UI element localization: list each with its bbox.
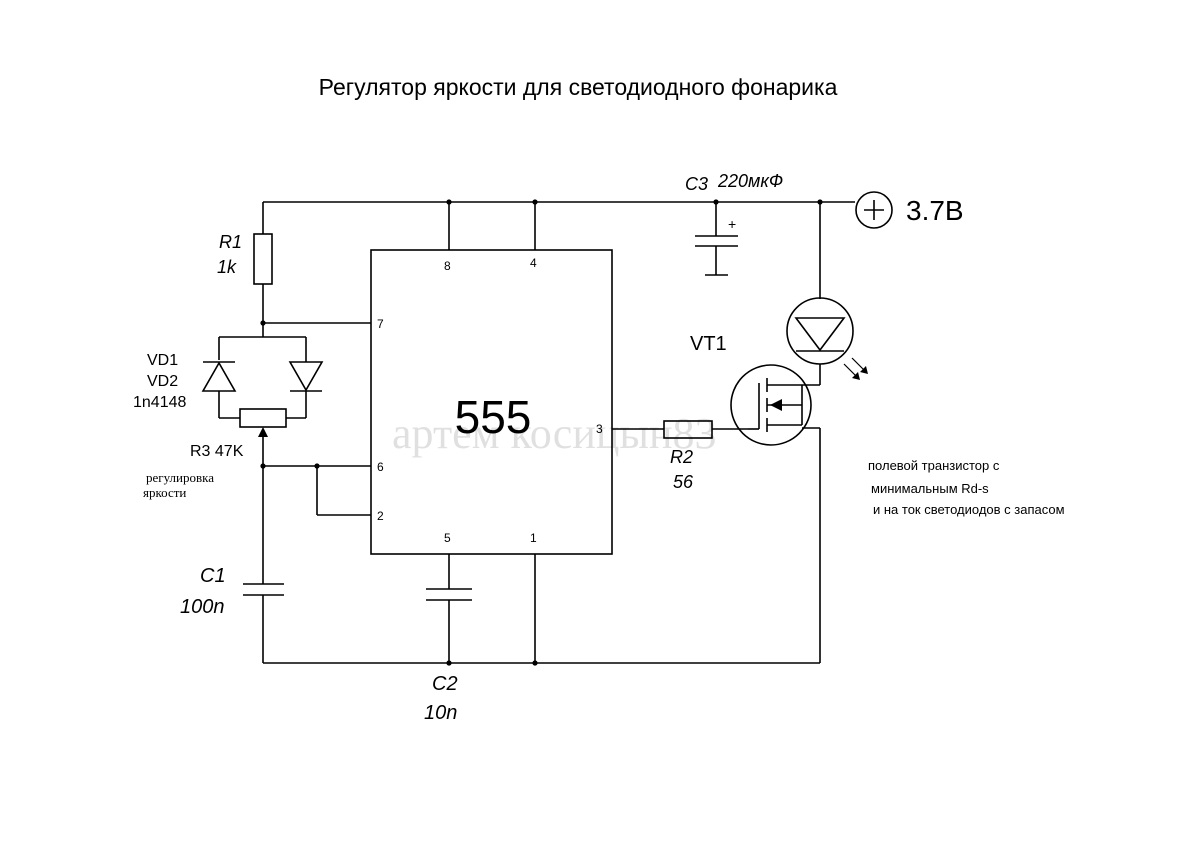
vd-part: 1n4148 [133, 394, 186, 411]
diode-vd1-icon [201, 361, 237, 392]
ic-body [370, 249, 613, 555]
pin-7: 7 [377, 317, 384, 331]
transistor-note: полевой транзистор с минимальным Rd-s и … [868, 458, 1065, 517]
bottom-rail [263, 428, 821, 666]
c3-value: 220мкФ [717, 171, 783, 191]
watermark: артем косицын83 [392, 409, 717, 458]
wiper-arrow-icon [258, 427, 268, 437]
led-body-icon [786, 297, 854, 365]
pin-8: 8 [444, 259, 451, 273]
c1-name: C1 [200, 565, 226, 587]
resistor-r1: R1 1k [217, 202, 273, 323]
vt1-name: VT1 [690, 333, 727, 355]
light-arrows-icon [843, 357, 868, 380]
pin-4: 4 [530, 256, 537, 270]
vd1-name: VD1 [147, 352, 178, 369]
capacitor-c1: C1 100n [180, 466, 284, 663]
c3-polarity: + [728, 216, 736, 232]
r3-note-2: яркости [143, 485, 186, 500]
r2-value: 56 [673, 472, 694, 492]
c1-value: 100n [180, 596, 225, 618]
resistor-r2: R2 56 [612, 420, 748, 492]
r2-name: R2 [670, 447, 693, 467]
r3-note-1: регулировка [146, 470, 214, 485]
c2-value: 10n [424, 702, 457, 724]
pin-1: 1 [530, 531, 537, 545]
pin-2: 2 [377, 509, 384, 523]
mosfet-body-icon [730, 364, 812, 446]
r1-value: 1k [217, 257, 237, 277]
r1-name: R1 [219, 232, 242, 252]
capacitor-c3: + C3 220мкФ [685, 171, 783, 276]
vd2-name: VD2 [147, 373, 178, 390]
r3-label: R3 47K [190, 443, 244, 460]
pin-5: 5 [444, 531, 451, 545]
ic-555: 555 8 4 7 6 2 3 5 1 [370, 249, 613, 555]
mosfet-arrow-icon [770, 399, 782, 411]
supply-label: 3.7B [906, 195, 964, 226]
c3-name: C3 [685, 174, 708, 194]
ic-label: 555 [455, 391, 532, 443]
note-line-3: и на ток светодиодов с запасом [873, 502, 1065, 517]
pin6-pin2-node [260, 463, 371, 516]
top-rail [263, 199, 855, 205]
led-diode-icon [794, 317, 846, 352]
pin-3: 3 [596, 422, 603, 436]
potentiometer-r3: R3 47K регулировка яркости [143, 408, 287, 500]
pin-6: 6 [377, 460, 384, 474]
diodes-vd1-vd2: VD1 VD2 1n4148 [133, 323, 324, 419]
diagram-title: Регулятор яркости для светодиодного фона… [319, 74, 838, 100]
diode-vd2-icon [288, 361, 324, 392]
note-line-2: минимальным Rd-s [871, 481, 989, 496]
note-line-1: полевой транзистор с [868, 458, 1000, 473]
c2-name: C2 [432, 673, 458, 695]
capacitor-c2: C2 10n [424, 554, 472, 724]
led [786, 202, 868, 385]
supply-terminal: 3.7B [855, 191, 964, 229]
mosfet-vt1: VT1 [690, 333, 820, 446]
plus-terminal-icon [855, 191, 893, 229]
